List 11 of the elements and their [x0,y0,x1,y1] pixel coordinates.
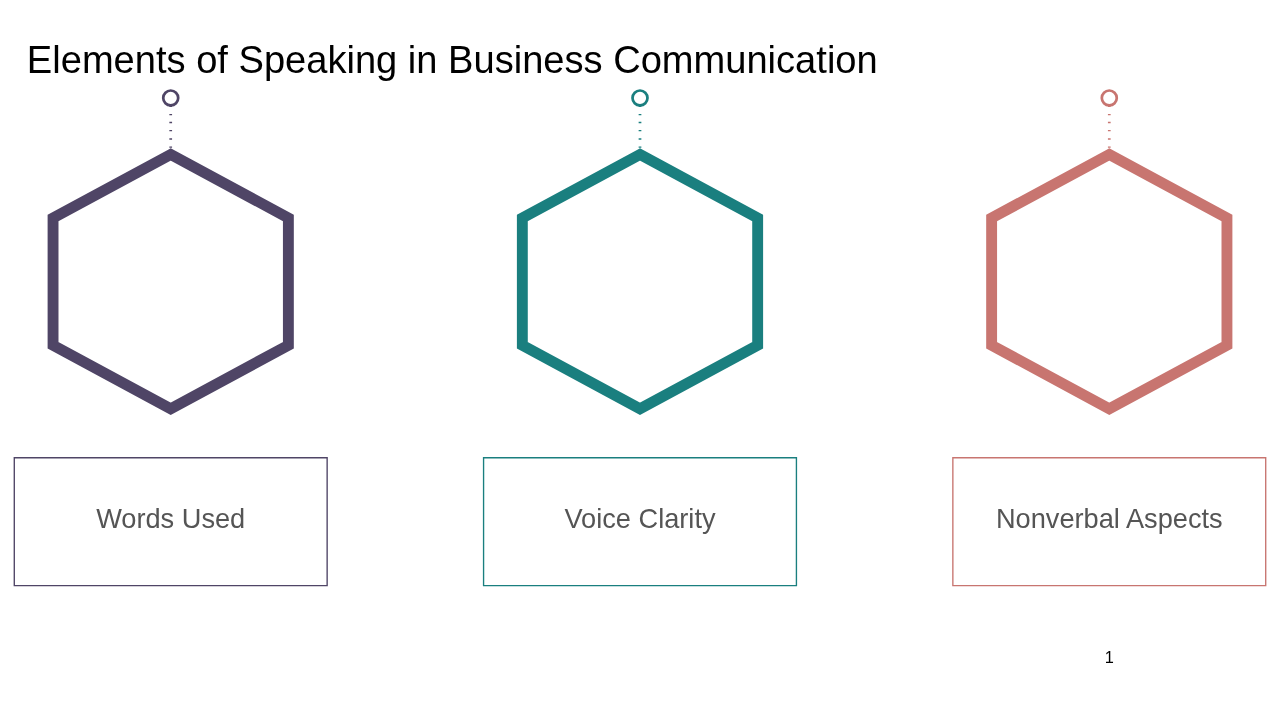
node-circle [631,88,649,107]
node-box: Voice Clarity [482,456,798,586]
node-circle [1100,88,1119,107]
node-hexagon [986,147,1233,415]
node-hexagon [47,147,294,415]
node-box: Nonverbal Aspects [952,456,1267,586]
node-circle [161,88,180,107]
node-box: Words Used [13,456,328,586]
label: 1 [1104,647,1114,666]
node-hexagon [516,147,764,415]
diagram-title: Elements of Speaking in Business Communication [26,38,878,81]
